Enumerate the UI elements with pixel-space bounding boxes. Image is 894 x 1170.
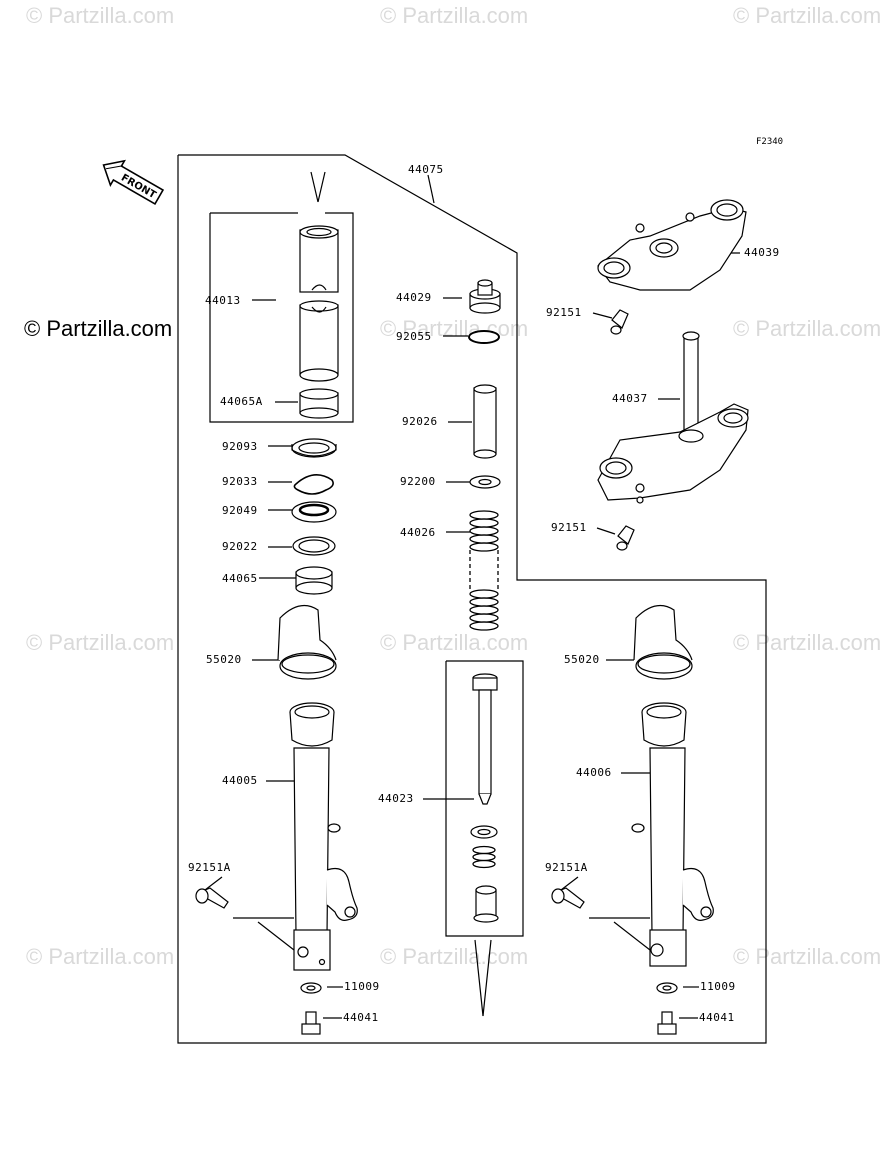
oil-seal <box>291 501 337 523</box>
outer-tube-left <box>233 702 358 971</box>
part-label-44006[interactable]: 44006 <box>576 766 612 779</box>
figure-id: F2340 <box>756 137 784 147</box>
damper-rod <box>470 673 499 923</box>
bolt-92151-upper <box>610 309 629 335</box>
bushing-44065A <box>299 388 339 419</box>
fork-spring <box>469 510 499 631</box>
part-label-44065A[interactable]: 44065A <box>220 395 263 408</box>
part-label-92055[interactable]: 92055 <box>396 330 432 343</box>
watermark: © Partzilla.com <box>733 944 882 969</box>
bolt-92151-lower <box>616 525 635 551</box>
bolt-92151A-left <box>195 887 229 909</box>
part-label-55020[interactable]: 55020 <box>206 653 242 666</box>
watermark: © Partzilla.com <box>380 3 529 28</box>
front-arrow-icon: FRONT <box>102 159 165 206</box>
copyright-text: © Partzilla.com <box>24 316 173 341</box>
washer-92022 <box>292 536 336 556</box>
watermark: © Partzilla.com <box>380 944 529 969</box>
box-44023 <box>445 660 524 937</box>
bolt-44041-left <box>301 1011 321 1035</box>
watermark: © Partzilla.com <box>26 3 175 28</box>
fork-cover-left <box>277 604 337 680</box>
part-label-44013[interactable]: 44013 <box>205 294 241 307</box>
part-label-92151[interactable]: 92151 <box>546 306 582 319</box>
watermark: © Partzilla.com <box>733 3 882 28</box>
rebound-spring <box>472 845 496 869</box>
upper-triple-clamp <box>597 199 747 291</box>
part-label-92026[interactable]: 92026 <box>402 415 438 428</box>
part-label-92200[interactable]: 92200 <box>400 475 436 488</box>
part-label-44039[interactable]: 44039 <box>744 246 780 259</box>
part-label-44005[interactable]: 44005 <box>222 774 258 787</box>
watermark: © Partzilla.com <box>26 944 175 969</box>
washer-92200 <box>469 475 501 489</box>
part-label-44037[interactable]: 44037 <box>612 392 648 405</box>
inner-tube-lower <box>299 300 339 382</box>
watermark: © Partzilla.com <box>380 630 529 655</box>
outer-tube-right <box>589 702 714 967</box>
steering-stem <box>597 331 749 504</box>
part-label-44065[interactable]: 44065 <box>222 572 258 585</box>
watermark: © Partzilla.com <box>733 316 882 341</box>
watermark: © Partzilla.com <box>26 630 175 655</box>
assembly-outline <box>177 154 767 1044</box>
part-label-92151A[interactable]: 92151A <box>545 861 588 874</box>
part-label-11009[interactable]: 11009 <box>344 980 380 993</box>
bolt-92151A-right <box>551 887 585 909</box>
inner-tube-upper <box>299 225 339 293</box>
part-label-44026[interactable]: 44026 <box>400 526 436 539</box>
watermark: © Partzilla.com <box>733 630 882 655</box>
fork-cover-right <box>633 604 693 680</box>
gasket-11009-left <box>300 982 322 994</box>
part-label-44029[interactable]: 44029 <box>396 291 432 304</box>
bushing-44065 <box>295 566 333 595</box>
part-label-44023[interactable]: 44023 <box>378 792 414 805</box>
part-label-92022[interactable]: 92022 <box>222 540 258 553</box>
part-label-11009[interactable]: 11009 <box>700 980 736 993</box>
part-label-44041[interactable]: 44041 <box>699 1011 735 1024</box>
o-ring <box>468 330 500 344</box>
dust-seal <box>291 438 337 458</box>
part-label-44075[interactable]: 44075 <box>408 163 444 176</box>
part-label-92151A[interactable]: 92151A <box>188 861 231 874</box>
bolt-44041-right <box>657 1011 677 1035</box>
box-44013 <box>209 212 354 423</box>
part-label-92049[interactable]: 92049 <box>222 504 258 517</box>
circlip <box>293 474 334 495</box>
part-label-92033[interactable]: 92033 <box>222 475 258 488</box>
gasket-11009-right <box>656 982 678 994</box>
part-label-44041[interactable]: 44041 <box>343 1011 379 1024</box>
watermark: © Partzilla.com <box>380 316 529 341</box>
part-label-92151[interactable]: 92151 <box>551 521 587 534</box>
part-label-92093[interactable]: 92093 <box>222 440 258 453</box>
spacer-tube <box>473 384 497 459</box>
cap-bolt <box>469 279 501 314</box>
part-label-55020[interactable]: 55020 <box>564 653 600 666</box>
